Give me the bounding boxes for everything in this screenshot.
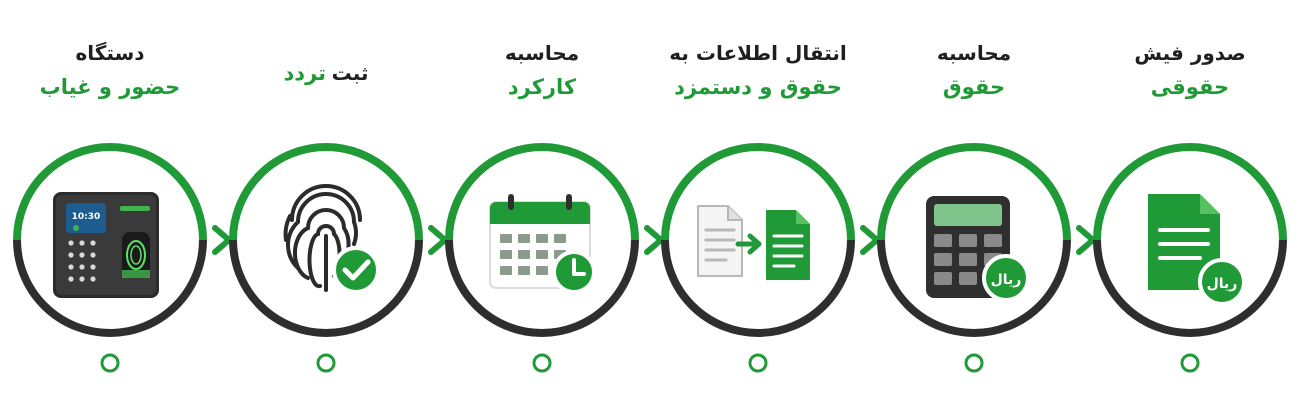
step-title-line2: حقوق و دستمزد	[674, 75, 842, 99]
step-label: صدور فیش حقوقی	[1090, 36, 1290, 104]
step-title-line1: انتقال اطلاعات به	[669, 41, 847, 65]
step-label: دستگاه حضور و غیاب	[10, 36, 210, 104]
step-title-line2: حضور و غیاب	[39, 75, 181, 99]
payslip-document-icon	[1148, 194, 1220, 290]
step-title-line2: حقوق	[942, 75, 1006, 99]
check-badge-icon	[332, 246, 380, 294]
step-label: ثبت تردد	[226, 56, 426, 92]
step-marker-dot	[532, 353, 552, 373]
step-title-line2: حقوقی	[1150, 75, 1230, 99]
attendance-device-icon: 10:30	[53, 192, 159, 298]
chevron-right-icon	[428, 225, 448, 255]
step-title-line1: ثبت	[331, 61, 369, 85]
rial-badge-icon: ریال	[1198, 258, 1246, 306]
step-issue-payslip: صدور فیش حقوقی ریال	[1090, 0, 1290, 413]
step-attendance-device: دستگاه حضور و غیاب 10:30	[10, 0, 210, 413]
step-marker-dot	[964, 353, 984, 373]
file-transfer-icon	[697, 205, 810, 280]
fingerprint-icon	[283, 184, 362, 292]
step-calculate-work: محاسبه کارکرد	[442, 0, 642, 413]
step-circle	[229, 143, 423, 337]
step-marker-dot	[748, 353, 768, 373]
rial-badge-text: ریال	[1207, 276, 1238, 292]
step-marker-dot	[1180, 353, 1200, 373]
step-title-line1: محاسبه	[936, 41, 1012, 65]
step-label: انتقال اطلاعات به حقوق و دستمزد	[658, 36, 858, 104]
step-label: محاسبه حقوق	[874, 36, 1074, 104]
chevron-right-icon	[644, 225, 664, 255]
clock-icon	[552, 250, 596, 294]
step-record-traffic: ثبت تردد	[226, 0, 426, 413]
step-label: محاسبه کارکرد	[442, 36, 642, 104]
chevron-right-icon	[1076, 225, 1096, 255]
step-calculate-salary: محاسبه حقوق ریال	[874, 0, 1074, 413]
chevron-right-icon	[212, 225, 232, 255]
step-circle	[445, 143, 639, 337]
step-circle: 10:30	[13, 143, 207, 337]
step-title-line2: کارکرد	[507, 75, 577, 99]
step-circle: ریال	[1093, 143, 1287, 337]
device-screen-time: 10:30	[72, 212, 101, 222]
step-title-line1: دستگاه	[75, 41, 145, 65]
step-circle	[661, 143, 855, 337]
chevron-right-icon	[860, 225, 880, 255]
step-circle: ریال	[877, 143, 1071, 337]
step-transfer-info: انتقال اطلاعات به حقوق و دستمزد	[658, 0, 858, 413]
step-marker-dot	[316, 353, 336, 373]
step-marker-dot	[100, 353, 120, 373]
rial-badge-text: ریال	[991, 272, 1022, 288]
rial-badge-icon: ریال	[982, 254, 1030, 302]
step-title-line1: صدور فیش	[1134, 41, 1246, 65]
step-title-line1: محاسبه	[504, 41, 580, 65]
step-title-line2: تردد	[283, 61, 327, 85]
